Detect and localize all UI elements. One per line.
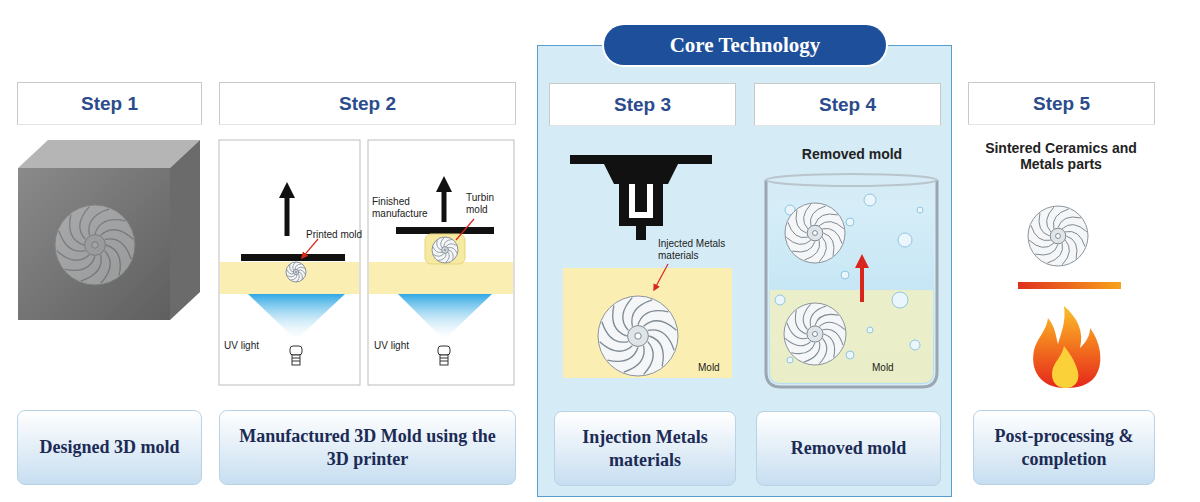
callout-label: Mold (872, 362, 902, 374)
sintering-illustration (1018, 206, 1121, 388)
callout-label: Turbin mold (466, 192, 510, 215)
step-caption: Post-processing & completion (982, 425, 1146, 470)
step-header: Step 2 (219, 82, 516, 125)
step-caption: Injection Metals materials (563, 426, 727, 471)
callout-label: Printed mold (306, 229, 366, 241)
step-caption: Removed mold (791, 437, 907, 460)
step-caption-box: Removed mold (756, 411, 941, 486)
illustration-title: Removed mold (770, 146, 934, 162)
callout-label: Injected Metals materials (658, 238, 736, 261)
cube-illustration (18, 140, 200, 320)
core-panel: Core TechnologyStep 3Step 4Injection Met… (537, 45, 952, 497)
step-header: Step 5 (968, 82, 1155, 125)
step-caption-box: Manufactured 3D Mold using the 3D printe… (219, 410, 516, 485)
step-caption: Manufactured 3D Mold using the 3D printe… (228, 425, 507, 470)
callout-label: Mold (698, 362, 728, 374)
callout-label: Finished manufacture (372, 196, 430, 219)
callout-label: UV light (374, 340, 424, 352)
beaker-illustration (766, 174, 937, 387)
section-title: Core Technology (604, 25, 886, 65)
illustration-title: Sintered Ceramics and Metals parts (966, 140, 1156, 172)
step-label: Step 2 (339, 93, 396, 115)
printer-illustration (219, 140, 514, 385)
step-caption-box: Injection Metals materials (554, 411, 736, 486)
panel-ground (537, 45, 952, 497)
step-label: Step 5 (1033, 93, 1090, 115)
step-header: Step 3 (549, 83, 736, 126)
step-label: Step 3 (614, 94, 671, 116)
callout-label: UV light (224, 340, 274, 352)
step-caption-box: Designed 3D mold (17, 410, 202, 485)
step-header: Step 1 (17, 82, 202, 125)
step-label: Step 4 (819, 94, 876, 116)
step-label: Step 1 (81, 93, 138, 115)
step-header: Step 4 (754, 83, 941, 126)
step-caption: Designed 3D mold (39, 436, 179, 459)
step-caption-box: Post-processing & completion (973, 410, 1155, 485)
injector-illustration (563, 155, 732, 378)
